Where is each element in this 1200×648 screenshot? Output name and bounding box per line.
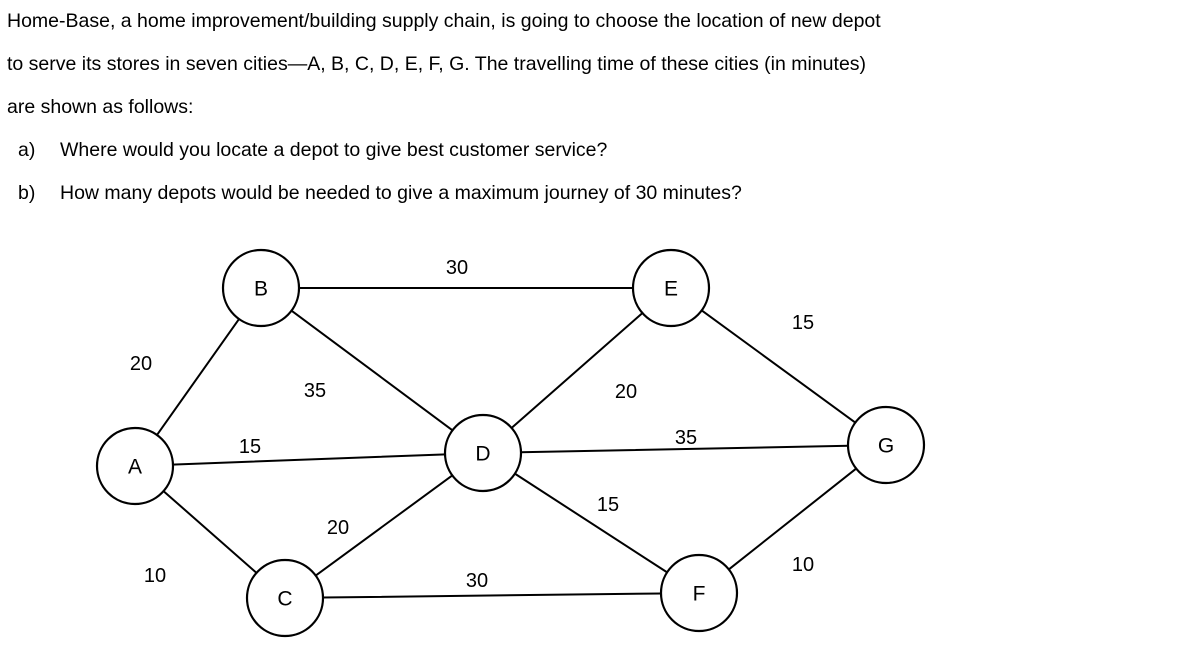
intro-line-1: Home-Base, a home improvement/building s… <box>7 10 881 32</box>
graph-edge-a-c <box>161 489 259 575</box>
sub-question-b-marker: b) <box>18 182 36 204</box>
graph-node-c: C <box>245 558 325 638</box>
edge-weight-b-d: 35 <box>304 380 326 402</box>
node-circle-g <box>846 405 926 485</box>
network-graph-diagram: 20 15 10 30 35 20 30 20 35 15 15 10 A B C D E F G <box>0 228 1200 648</box>
node-label-f: F <box>693 583 706 606</box>
node-circle-b <box>221 248 301 328</box>
graph-node-a: A <box>95 426 175 506</box>
intro-line-3: are shown as follows: <box>7 96 194 118</box>
graph-edge-d-f <box>513 472 669 574</box>
graph-svg: 20 15 10 30 35 20 30 20 35 15 15 10 A B C D E F G <box>95 248 926 638</box>
edge-weight-d-e: 20 <box>615 381 637 403</box>
node-label-a: A <box>128 456 142 479</box>
sub-question-a-text: Where would you locate a depot to give b… <box>60 139 608 161</box>
edge-weight-c-d: 20 <box>327 517 349 539</box>
question-block: Home-Base, a home improvement/building s… <box>0 0 1200 215</box>
graph-edge-a-d <box>170 453 448 466</box>
graph-edge-c-f <box>320 592 664 599</box>
graph-edge-e-g <box>699 308 858 425</box>
sub-question-list: a) Where would you locate a depot to giv… <box>0 129 1200 215</box>
node-label-c: C <box>277 588 292 611</box>
sub-question-b: b) How many depots would be needed to gi… <box>0 172 1200 215</box>
node-circle-e <box>631 248 711 328</box>
sub-question-a-marker: a) <box>18 139 36 161</box>
node-circle-c <box>245 558 325 638</box>
edge-layer <box>155 287 858 599</box>
edge-weight-c-f: 30 <box>466 570 488 592</box>
edge-weight-e-g: 15 <box>792 312 814 334</box>
edge-weight-b-e: 30 <box>446 257 468 279</box>
graph-edge-d-e <box>509 311 645 430</box>
edge-weight-d-f: 15 <box>597 494 619 516</box>
graph-node-b: B <box>221 248 301 328</box>
graph-edge-d-g <box>518 444 851 454</box>
graph-edge-c-d <box>313 473 455 578</box>
node-label-d: D <box>475 443 490 466</box>
sub-question-a: a) Where would you locate a depot to giv… <box>0 129 1200 172</box>
graph-edge-a-b <box>155 317 241 437</box>
graph-edge-f-g <box>727 466 858 572</box>
graph-node-g: G <box>846 405 926 485</box>
graph-node-e: E <box>631 248 711 328</box>
edge-weight-d-g: 35 <box>675 427 697 449</box>
node-layer: A B C D E F G <box>95 248 926 638</box>
intro-line-2: to serve its stores in seven cities—A, B… <box>7 53 867 75</box>
edge-weight-f-g: 10 <box>792 554 814 576</box>
edge-label-layer: 20 15 10 30 35 20 30 20 35 15 15 10 <box>130 257 814 592</box>
edge-weight-a-b: 20 <box>130 353 152 375</box>
edge-weight-a-d: 15 <box>239 436 261 458</box>
edge-weight-a-c: 10 <box>144 565 166 587</box>
graph-node-d: D <box>443 413 523 493</box>
graph-edge-b-d <box>289 309 455 432</box>
node-label-g: G <box>878 435 894 458</box>
sub-question-b-text: How many depots would be needed to give … <box>60 182 742 204</box>
node-circle-f <box>659 553 739 633</box>
node-circle-a <box>95 426 175 506</box>
node-circle-d <box>443 413 523 493</box>
graph-node-f: F <box>659 553 739 633</box>
node-label-b: B <box>254 278 268 301</box>
node-label-e: E <box>664 278 678 301</box>
